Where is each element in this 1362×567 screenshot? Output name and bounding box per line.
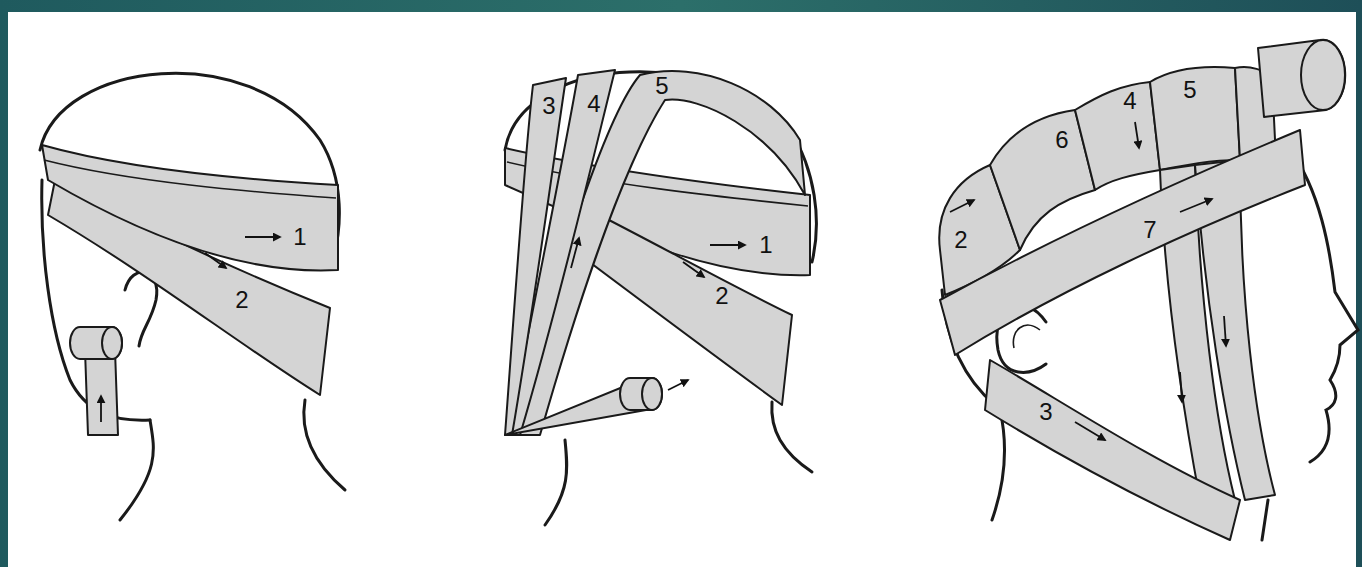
callout-number: 6 — [1055, 128, 1068, 152]
head-outline — [1290, 150, 1358, 462]
direction-arrow — [1180, 199, 1212, 212]
direction-arrow — [205, 253, 226, 268]
slide-ground — [8, 12, 1356, 567]
head-outline — [120, 420, 153, 520]
bandage-strip — [1150, 67, 1240, 170]
bandage-strip — [1258, 40, 1345, 117]
direction-arrow — [668, 380, 688, 390]
callout-number: 2 — [715, 284, 728, 308]
callout-number: 4 — [587, 92, 600, 116]
direction-arrow — [1180, 372, 1182, 402]
bandage-strip — [940, 130, 1305, 355]
head-figure-3 — [939, 40, 1358, 540]
callout-number: 1 — [759, 233, 772, 257]
direction-arrow — [571, 238, 579, 268]
callout-number: 5 — [655, 74, 668, 98]
callout-number: 4 — [1123, 89, 1136, 113]
bandage-strip — [985, 360, 1240, 540]
callout-number: 7 — [1143, 218, 1156, 242]
bandage-strip — [620, 378, 662, 410]
bandage-strip — [1075, 82, 1160, 190]
direction-arrow — [683, 262, 704, 277]
head-outline — [125, 272, 157, 346]
callout-number: 1 — [293, 225, 306, 249]
direction-arrow — [1075, 422, 1105, 440]
head-outline — [304, 400, 345, 490]
callout-number: 3 — [542, 94, 555, 118]
callout-number: 5 — [1183, 78, 1196, 102]
head-outline — [44, 160, 336, 198]
head-outline — [992, 410, 1005, 520]
head-outline — [772, 402, 812, 472]
bandage-roll-end — [642, 378, 662, 410]
head-outline — [1013, 325, 1040, 348]
head-figure-1 — [40, 73, 345, 520]
direction-arrow — [1224, 316, 1226, 346]
bandage-strip — [85, 350, 118, 435]
bandage-roll-end — [102, 327, 122, 359]
direction-arrow — [100, 396, 102, 422]
callout-number: 3 — [1039, 400, 1052, 424]
direction-arrow — [950, 200, 974, 212]
bandage-strip — [42, 145, 338, 270]
head-outline — [1262, 500, 1268, 540]
head-figure-2 — [505, 70, 816, 525]
direction-arrow — [710, 244, 745, 246]
head-outline — [545, 440, 567, 525]
bandage-roll-end — [1301, 40, 1345, 110]
callout-number: 2 — [235, 288, 248, 312]
bandage-strip — [70, 327, 122, 359]
direction-arrow — [1135, 122, 1139, 148]
direction-arrow — [245, 236, 280, 238]
callout-number: 2 — [954, 228, 967, 252]
bandage-strip — [505, 78, 566, 435]
